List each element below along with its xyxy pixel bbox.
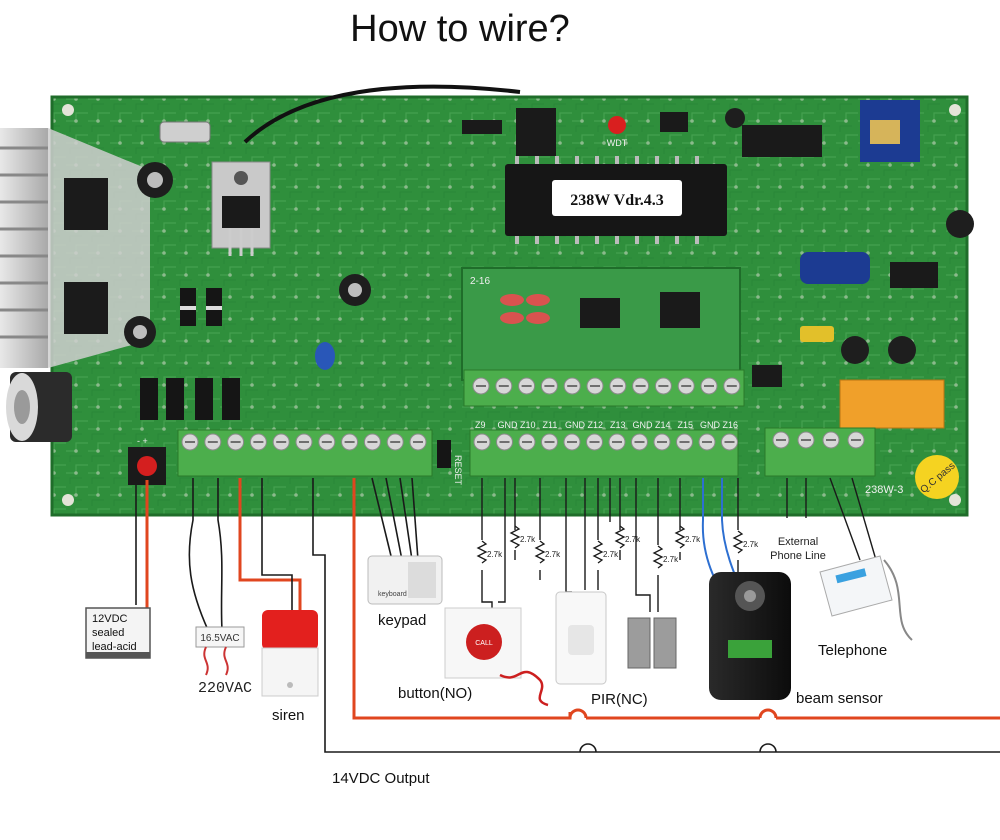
blue-capacitor <box>315 342 335 370</box>
pir-label: PIR(NC) <box>591 691 648 708</box>
keypad-wire-3 <box>399 477 413 561</box>
secondary-ics <box>462 100 938 387</box>
pir-sensor <box>555 591 607 685</box>
resistor-label: 2.7k <box>743 540 759 549</box>
battery-label-line-2: sealed <box>92 627 124 639</box>
battery-label-line-1: 12VDC <box>92 613 128 625</box>
sub-board-label: 2-16 <box>470 276 490 287</box>
resistor-label: 2.7k <box>625 535 641 544</box>
external-line-label-1: External <box>778 536 818 548</box>
page-title: How to wire? <box>350 8 570 50</box>
board-model-label: 238W-3 <box>865 484 903 496</box>
resistor <box>476 540 488 564</box>
keypad: keyboard <box>367 555 443 605</box>
main-microcontroller: 238W Vdr.4.3 <box>505 156 727 244</box>
power-terminal-screws <box>181 433 427 451</box>
resistor <box>614 525 626 549</box>
zone-terminal-label: Z14 <box>655 420 671 430</box>
keypad-label: keypad <box>378 612 426 629</box>
keypad-wire-2 <box>385 477 403 561</box>
resistor-label: 2.7k <box>685 535 701 544</box>
resistor-label: 2.7k <box>520 535 536 544</box>
keypad-wire-1 <box>371 477 393 561</box>
button-label: button(NO) <box>398 685 472 702</box>
phone-terminal-screws <box>772 431 865 449</box>
resistor-label: 2.7k <box>487 550 503 559</box>
resistor <box>732 530 744 554</box>
external-line-label-2: Phone Line <box>770 550 826 562</box>
siren-red-wire <box>238 478 302 612</box>
wiring <box>135 477 1000 753</box>
zone-terminal-block <box>469 429 739 477</box>
zone-terminal-label: Z13 <box>610 420 626 430</box>
battery: 12VDC sealed lead-acid <box>85 607 151 659</box>
zone-terminal-label: GND <box>700 420 721 430</box>
power-red-wire <box>352 478 1000 720</box>
heat-sink <box>0 128 150 368</box>
zone-terminal-label: Z10 <box>520 420 536 430</box>
small-capacitors <box>124 108 974 364</box>
siren-black-wire <box>261 478 293 612</box>
telephone <box>819 555 913 641</box>
telephone-label: Telephone <box>818 642 887 659</box>
svg-text:- +: - + <box>137 436 148 446</box>
zone-terminal-label: Z15 <box>678 420 694 430</box>
output-label: 14VDC Output <box>332 770 430 787</box>
relay <box>839 379 945 429</box>
resistor <box>509 525 521 549</box>
keypad-wire-4 <box>411 477 419 561</box>
resistor <box>674 525 686 549</box>
resistor <box>534 540 546 564</box>
chip-label: 238W Vdr.4.3 <box>570 192 664 209</box>
qc-sticker <box>915 455 959 499</box>
transformer-rating: 16.5VAC <box>200 633 239 644</box>
transformer-wire-b <box>217 478 223 631</box>
transformer: 16.5VAC <box>195 626 245 676</box>
expansion-board: 2-16 <box>461 267 741 381</box>
zone-terminal-label: GND <box>633 420 654 430</box>
reset-jumper <box>437 440 451 468</box>
zone-terminal-label: Z16 <box>723 420 739 430</box>
beam-sensor <box>709 572 791 700</box>
keypad-face-label: keyboard <box>378 591 407 598</box>
diodes <box>140 288 240 420</box>
voltage-regulator <box>211 161 271 256</box>
main-capacitor <box>6 372 72 442</box>
battery-label-line-3: lead-acid <box>92 641 137 653</box>
zone-terminal-label: Z11 <box>543 420 558 430</box>
output-black-wire <box>312 478 1000 753</box>
wdt-led <box>608 116 626 134</box>
resistor <box>652 545 664 569</box>
antenna-wire <box>243 84 521 144</box>
beam-label: beam sensor <box>796 690 883 707</box>
zone-terminal-label: Z9 <box>475 420 486 430</box>
resistor-label: 2.7k <box>603 550 619 559</box>
battery-terminal: - + <box>128 436 166 485</box>
end-of-line-resistors: 2.7k 2.7k 2.7k 2.7k 2.7k 2.7k 2.7k 2.7k <box>476 525 759 569</box>
call-button-face: CALL <box>475 640 493 647</box>
crystal-oscillator <box>159 121 211 143</box>
zone-terminal-label: Z12 <box>588 420 604 430</box>
resistor-label: 2.7k <box>545 550 561 559</box>
reset-label: RESET <box>453 455 463 486</box>
resistor-label: 2.7k <box>663 555 679 564</box>
siren-label: siren <box>272 707 305 724</box>
zone-terminal-label: GND <box>498 420 519 430</box>
zone-terminal-screws <box>473 433 738 451</box>
zone-terminal-label: GND <box>565 420 586 430</box>
call-button: CALL <box>444 607 549 707</box>
resistor <box>592 540 604 564</box>
wdt-label: WDT <box>607 138 628 148</box>
zone-header-screws <box>472 377 741 395</box>
siren <box>261 610 319 697</box>
yellow-capacitor <box>800 326 834 342</box>
magnetic-contact <box>627 617 677 669</box>
transformer-wire-a <box>188 478 209 631</box>
mains-label: 220VAC <box>198 680 252 697</box>
